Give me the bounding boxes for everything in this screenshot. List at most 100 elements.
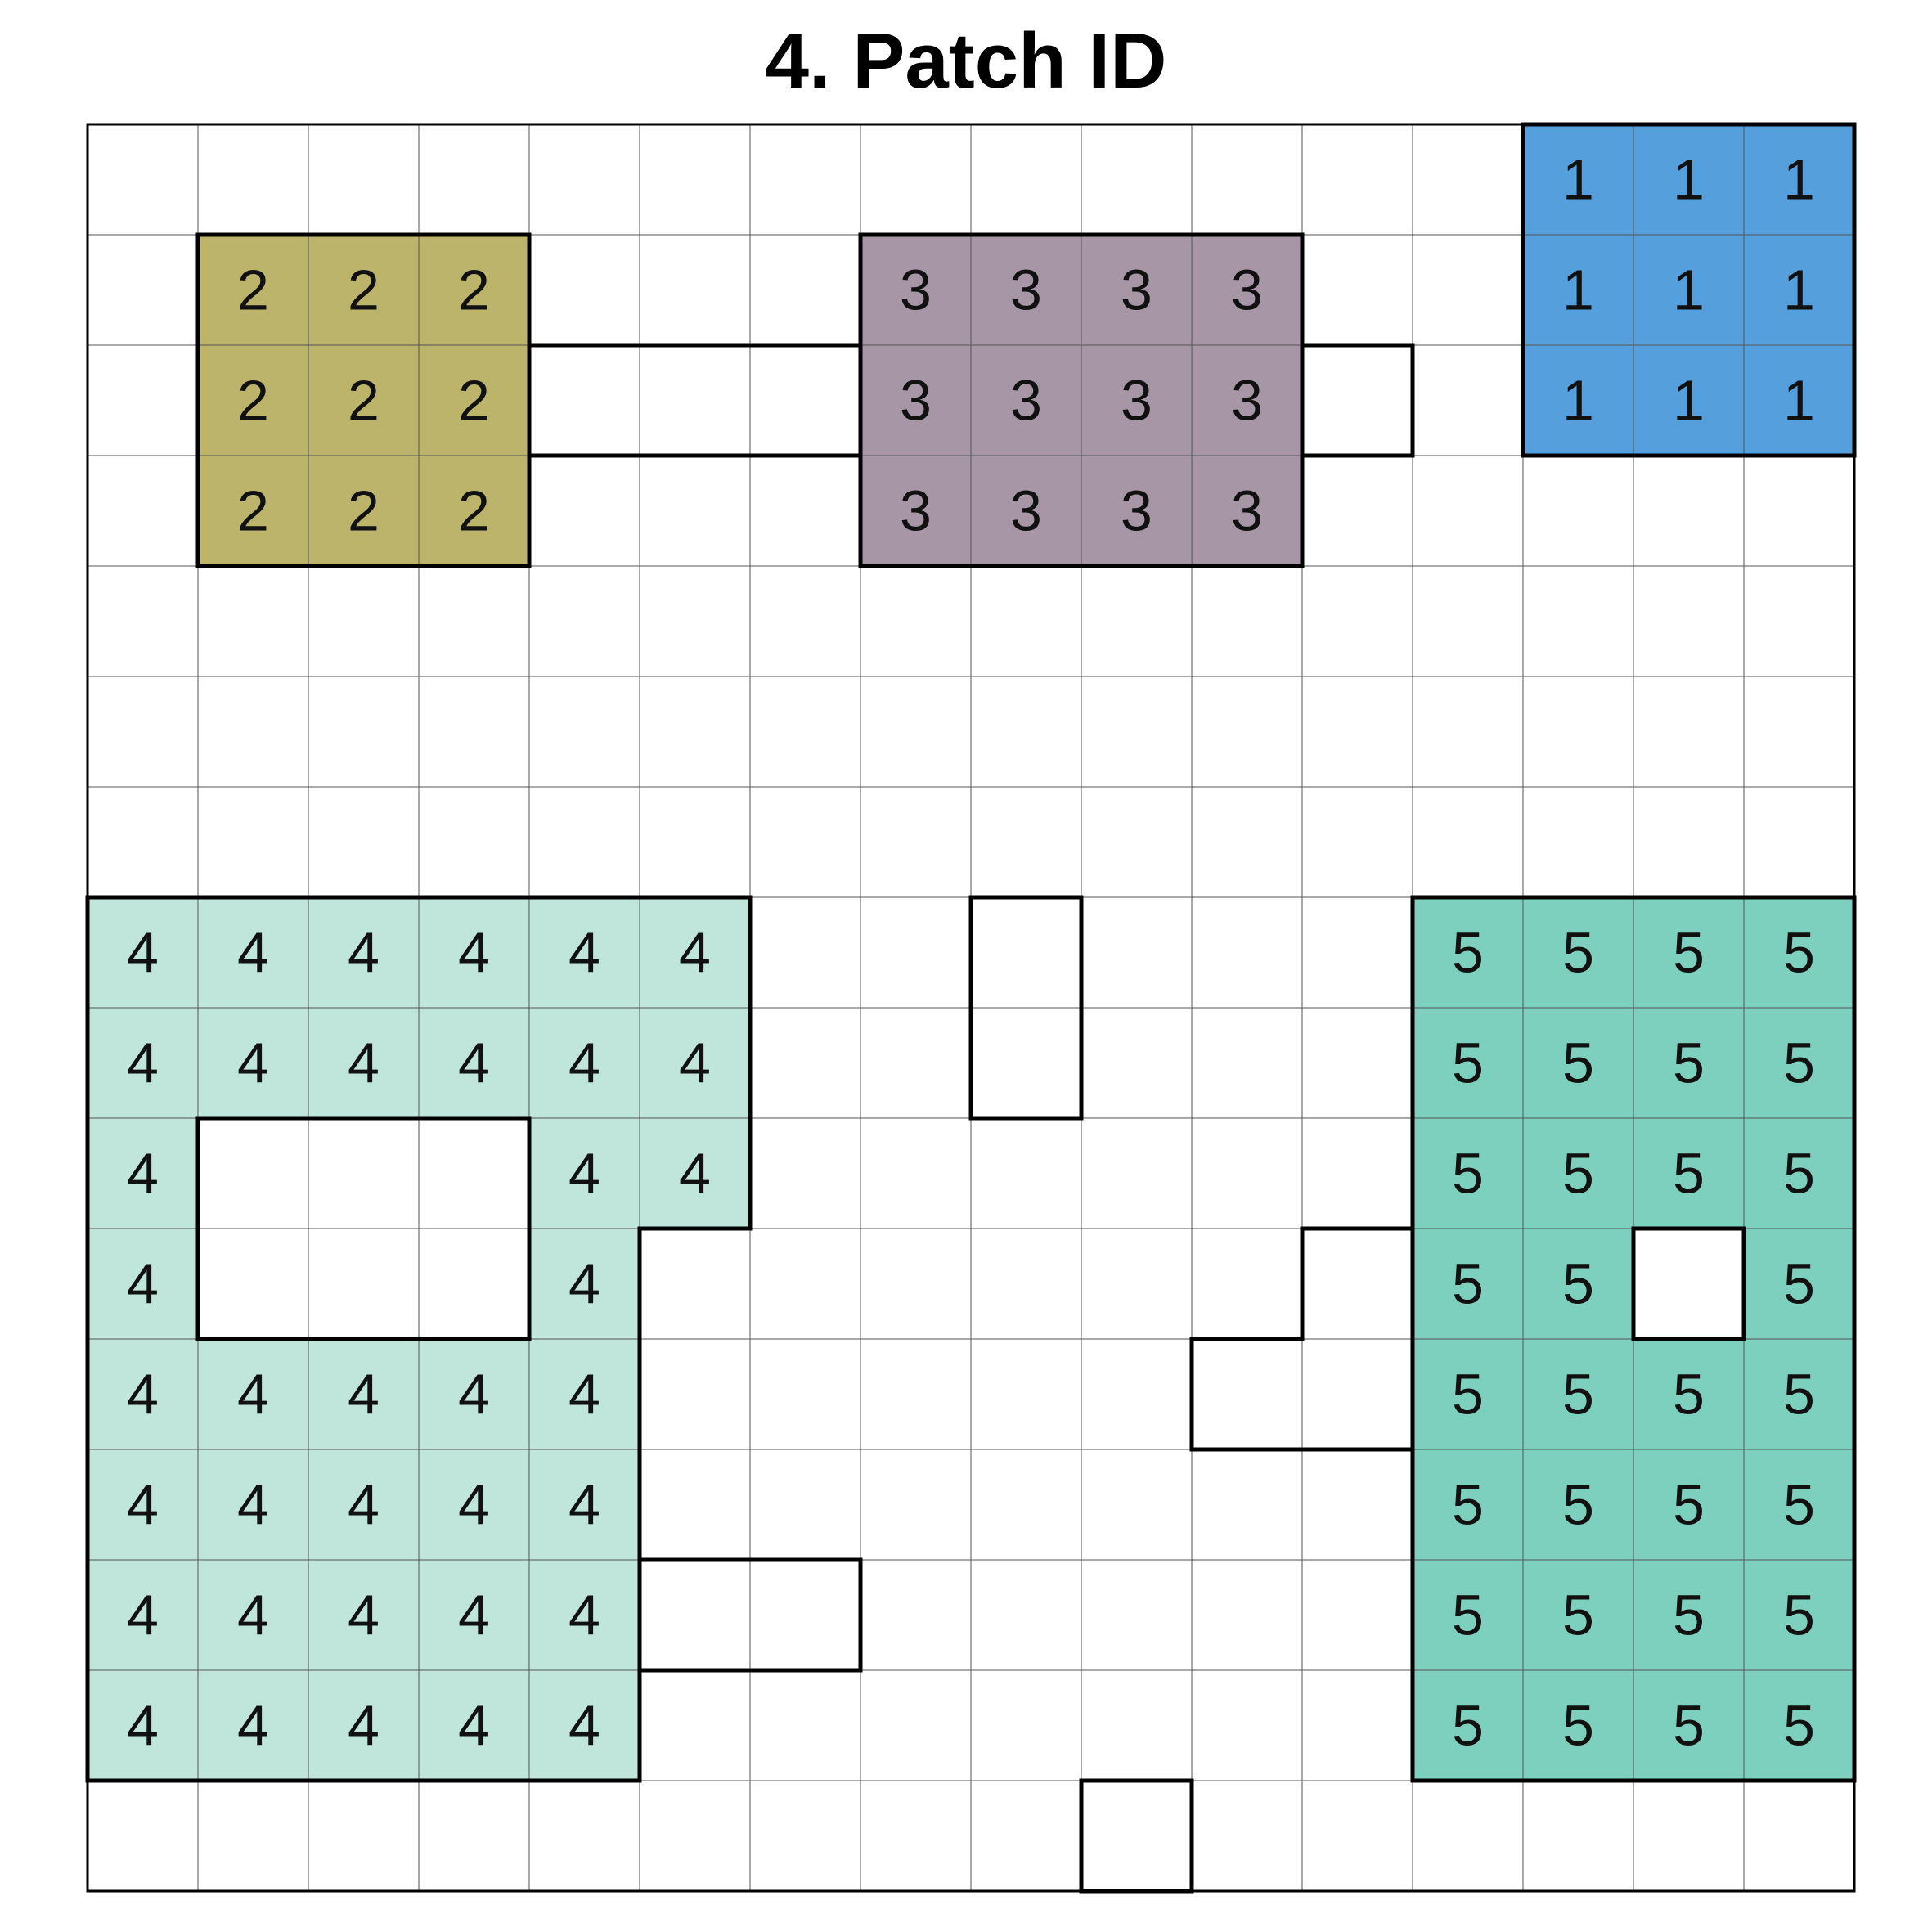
patch-id-label: 3 (1231, 369, 1263, 433)
patch-id-label: 5 (1673, 1142, 1705, 1206)
patch-id-label: 4 (348, 1473, 380, 1537)
patch-id-label: 5 (1562, 1252, 1594, 1316)
grid-cell (198, 1229, 308, 1339)
grid-cell (1302, 235, 1413, 345)
grid-cell (640, 676, 750, 787)
grid-cell (88, 124, 198, 235)
grid-cell (1413, 1781, 1523, 1891)
grid-cell (1081, 235, 1192, 345)
grid-cell (529, 676, 640, 787)
grid-cell (1192, 124, 1302, 235)
grid-cell (1633, 787, 1744, 897)
grid-cell (308, 1229, 419, 1339)
grid-cell (1633, 1781, 1744, 1891)
grid-cell (88, 566, 198, 676)
patch-id-label: 4 (568, 1694, 600, 1758)
grid-cell (1523, 1118, 1633, 1229)
grid-cell (88, 1118, 198, 1229)
patch-id-label: 5 (1452, 1363, 1484, 1427)
grid-cell (860, 1339, 971, 1449)
grid-cell (860, 1008, 971, 1118)
grid-cell (1523, 1339, 1633, 1449)
grid-cell (529, 897, 640, 1008)
grid-cell (1081, 1118, 1192, 1229)
grid-cell (860, 676, 971, 787)
grid-cell (971, 1229, 1081, 1339)
patch-id-label: 5 (1562, 1142, 1594, 1206)
patch-id-label: 4 (127, 1031, 159, 1095)
patch-id-label: 4 (127, 1473, 159, 1537)
grid-cell (860, 1449, 971, 1560)
grid-cell (640, 897, 750, 1008)
grid-cell (750, 897, 860, 1008)
grid-cell (640, 456, 750, 566)
grid-cell (419, 1229, 529, 1339)
grid-cell (1633, 897, 1744, 1008)
grid-cell (1744, 1229, 1854, 1339)
patch-id-label: 4 (348, 1363, 380, 1427)
grid-cell (971, 1008, 1081, 1118)
grid-cell (1192, 235, 1302, 345)
grid-cell (308, 124, 419, 235)
grid-cell (1744, 1560, 1854, 1670)
patch-id-label: 2 (458, 479, 490, 543)
patch-id-label: 4 (458, 1473, 490, 1537)
grid-cell (1302, 1008, 1413, 1118)
grid-cell (750, 676, 860, 787)
grid-cell (640, 1118, 750, 1229)
grid-cell (860, 1560, 971, 1670)
grid-cell (1633, 124, 1744, 235)
grid-cell (1413, 1449, 1523, 1560)
grid-cell (1081, 124, 1192, 235)
grid-cell (640, 1670, 750, 1781)
grid-cell (1744, 456, 1854, 566)
grid-cell (1633, 1229, 1744, 1339)
patch-id-label: 4 (458, 1694, 490, 1758)
grid-cell (1744, 1670, 1854, 1781)
grid-cell (529, 456, 640, 566)
grid-cell (1413, 676, 1523, 787)
grid-cell (1081, 566, 1192, 676)
grid-cell (1192, 1339, 1302, 1449)
grid-cell (1081, 1781, 1192, 1891)
grid-cell (419, 1339, 529, 1449)
grid-cell (1081, 1008, 1192, 1118)
patch-id-label: 3 (1010, 479, 1042, 543)
grid-cell (308, 235, 419, 345)
grid-cell (308, 787, 419, 897)
patch-id-label: 4 (679, 921, 711, 985)
patch-id-label: 1 (1673, 369, 1705, 433)
grid-cell (1523, 235, 1633, 345)
grid-cell (1744, 676, 1854, 787)
patch-id-label: 5 (1452, 1031, 1484, 1095)
grid-cell (1744, 124, 1854, 235)
grid-cell (640, 1339, 750, 1449)
patch-id-label: 4 (348, 1584, 380, 1647)
grid-cell (419, 787, 529, 897)
grid-cell (971, 345, 1081, 456)
patch-id-label: 4 (568, 1584, 600, 1647)
grid-cell (1302, 1339, 1413, 1449)
grid-cell (1523, 1560, 1633, 1670)
grid-cell (198, 676, 308, 787)
grid-cell (971, 124, 1081, 235)
patch-id-label: 5 (1783, 1031, 1815, 1095)
grid-cell (1081, 1670, 1192, 1781)
patch-id-label: 5 (1673, 1473, 1705, 1537)
grid-cell (971, 1339, 1081, 1449)
grid-cell (860, 1781, 971, 1891)
grid-cell (1302, 1229, 1413, 1339)
grid-cell (1633, 456, 1744, 566)
grid-cell (971, 1670, 1081, 1781)
patch-id-label: 2 (458, 369, 490, 433)
grid-cell (419, 124, 529, 235)
patch-id-label: 5 (1673, 1363, 1705, 1427)
patch-id-label: 4 (458, 921, 490, 985)
patch-id-label: 2 (348, 369, 380, 433)
grid-cell (750, 1670, 860, 1781)
patch-id-label: 4 (127, 1142, 159, 1206)
patch-id-label: 3 (1231, 258, 1263, 322)
grid-cell (1192, 1560, 1302, 1670)
grid-cell (640, 124, 750, 235)
grid-cell (860, 235, 971, 345)
